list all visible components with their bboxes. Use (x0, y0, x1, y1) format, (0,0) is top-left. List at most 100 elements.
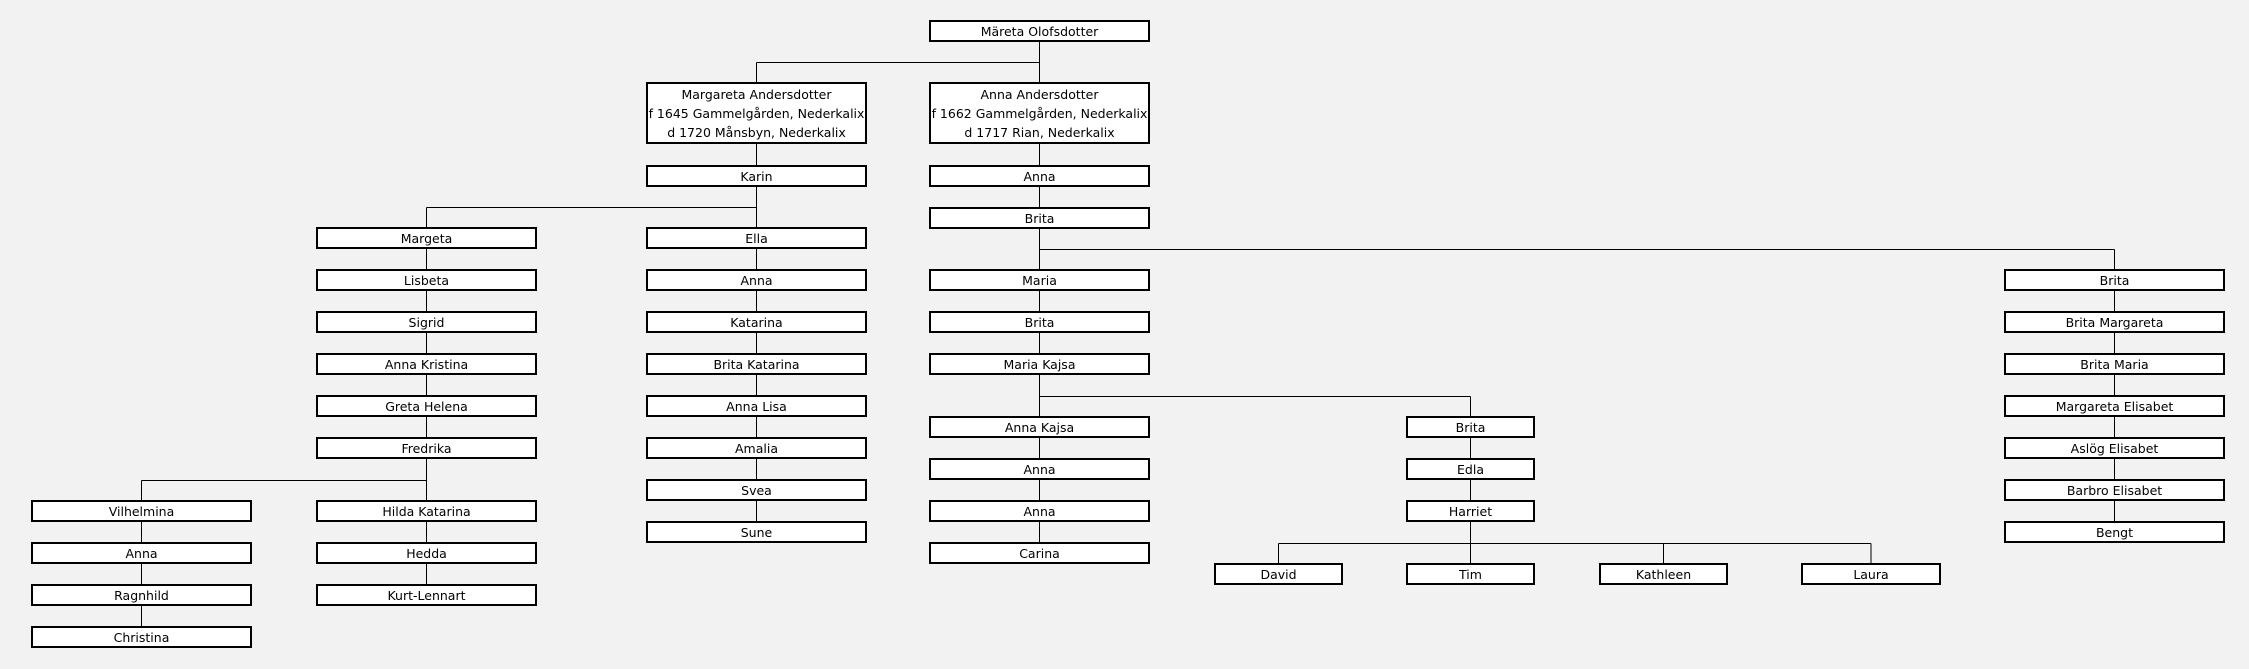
person-text-line: Carina (1019, 545, 1060, 561)
person-text-line: Kathleen (1635, 566, 1692, 582)
person-text-line: Margeta (400, 230, 453, 246)
person-text-line: Tim (1459, 566, 1482, 582)
person-margareta-andersdotter: Margareta Andersdotter f 1645 Gammelgårde… (646, 82, 867, 144)
person-brita: Brita (2004, 269, 2225, 291)
person-text-line: Hedda (406, 545, 447, 561)
person-brita: Brita (1406, 416, 1535, 438)
person-laura: Laura (1801, 563, 1941, 585)
person-text-line: Brita (1024, 210, 1055, 226)
person-text-line: Sigrid (408, 314, 445, 330)
person-text-line: Anna Kristina (384, 356, 469, 372)
person-text-line: Anna (1023, 168, 1056, 184)
person-ella: Ella (646, 227, 867, 249)
person-brita: Brita (929, 207, 1150, 229)
person-brita-margareta: Brita Margareta (2004, 311, 2225, 333)
person-kathleen: Kathleen (1599, 563, 1728, 585)
person-david: David (1214, 563, 1343, 585)
person-text-line: f 1645 Gammelgården, Nederkalix (648, 105, 865, 121)
person-text-line: Harriet (1448, 503, 1493, 519)
person-margeta: Margeta (316, 227, 537, 249)
person-text-line: Margareta Elisabet (2055, 398, 2174, 414)
person-anna-kajsa: Anna Kajsa (929, 416, 1150, 438)
person-text-line: Anna (125, 545, 158, 561)
person-text-line: Märeta Olofsdotter (980, 23, 1099, 39)
person-sune: Sune (646, 521, 867, 543)
person-text-line: Lisbeta (403, 272, 450, 288)
person-tim: Tim (1406, 563, 1535, 585)
person-margareta-elisabet: Margareta Elisabet (2004, 395, 2225, 417)
person-anna: Anna (31, 542, 252, 564)
person-text-line: Ragnhild (114, 587, 169, 603)
person-text-line: Bengt (2095, 524, 2134, 540)
person-text-line: Anna (1023, 503, 1056, 519)
person-fredrika: Fredrika (316, 437, 537, 459)
person-greta-helena: Greta Helena (316, 395, 537, 417)
person-edla: Edla (1406, 458, 1535, 480)
person-vilhelmina: Vilhelmina (31, 500, 252, 522)
person-barbro-elisabet: Barbro Elisabet (2004, 479, 2225, 501)
person-text-line: Brita Katarina (713, 356, 800, 372)
person-text-line: Anna Kajsa (1004, 419, 1075, 435)
person-text-line: Anna Lisa (726, 398, 787, 414)
person-text-line: Fredrika (401, 440, 452, 456)
person-anna: Anna (646, 269, 867, 291)
person-text-line: Brita (2099, 272, 2130, 288)
person-text-line: Barbro Elisabet (2066, 482, 2163, 498)
person-anna: Anna (929, 500, 1150, 522)
person-anna-lisa: Anna Lisa (646, 395, 867, 417)
person-lisbeta: Lisbeta (316, 269, 537, 291)
person-text-line: Anna (740, 272, 773, 288)
person-text-line: Karin (740, 168, 773, 184)
person-mareta-olofsdotter: Märeta Olofsdotter (929, 20, 1150, 42)
person-text-line: d 1720 Månsbyn, Nederkalix (667, 124, 846, 140)
person-anna: Anna (929, 165, 1150, 187)
person-text-line: Greta Helena (385, 398, 468, 414)
person-text-line: Brita Margareta (2065, 314, 2164, 330)
person-amalia: Amalia (646, 437, 867, 459)
person-text-line: David (1260, 566, 1297, 582)
person-hedda: Hedda (316, 542, 537, 564)
person-katarina: Katarina (646, 311, 867, 333)
person-text-line: Kurt-Lennart (387, 587, 466, 603)
person-text-line: Sune (740, 524, 773, 540)
person-sigrid: Sigrid (316, 311, 537, 333)
person-text-line: Brita (1024, 314, 1055, 330)
person-ragnhild: Ragnhild (31, 584, 252, 606)
person-text-line: d 1717 Rian, Nederkalix (964, 124, 1115, 140)
person-brita-katarina: Brita Katarina (646, 353, 867, 375)
person-bengt: Bengt (2004, 521, 2225, 543)
person-anna-andersdotter: Anna Andersdotter f 1662 Gammelgården, Ne… (929, 82, 1150, 144)
person-harriet: Harriet (1406, 500, 1535, 522)
person-svea: Svea (646, 479, 867, 501)
person-brita: Brita (929, 311, 1150, 333)
person-text-line: Laura (1853, 566, 1889, 582)
person-text-line: Margareta Andersdotter (681, 86, 832, 102)
person-text-line: Amalia (735, 440, 778, 456)
person-text-line: Anna (1023, 461, 1056, 477)
person-maria: Maria (929, 269, 1150, 291)
person-hilda-katarina: Hilda Katarina (316, 500, 537, 522)
person-aslog-elisabet: Aslög Elisabet (2004, 437, 2225, 459)
person-text-line: Katarina (730, 314, 783, 330)
person-text-line: Hilda Katarina (382, 503, 471, 519)
person-text-line: Anna Andersdotter (980, 86, 1099, 102)
person-text-line: Maria Kajsa (1003, 356, 1076, 372)
person-maria-kajsa: Maria Kajsa (929, 353, 1150, 375)
person-carina: Carina (929, 542, 1150, 564)
person-text-line: Brita Maria (2080, 356, 2149, 372)
person-text-line: Brita (1455, 419, 1486, 435)
person-text-line: Vilhelmina (108, 503, 175, 519)
person-text-line: Edla (1457, 461, 1484, 477)
person-karin: Karin (646, 165, 867, 187)
person-text-line: Christina (113, 629, 170, 645)
person-anna-kristina: Anna Kristina (316, 353, 537, 375)
person-text-line: Ella (745, 230, 768, 246)
person-text-line: f 1662 Gammelgården, Nederkalix (931, 105, 1148, 121)
person-text-line: Aslög Elisabet (2070, 440, 2159, 456)
person-kurt-lennart: Kurt-Lennart (316, 584, 537, 606)
person-christina: Christina (31, 626, 252, 648)
person-text-line: Maria (1022, 272, 1057, 288)
person-brita-maria: Brita Maria (2004, 353, 2225, 375)
